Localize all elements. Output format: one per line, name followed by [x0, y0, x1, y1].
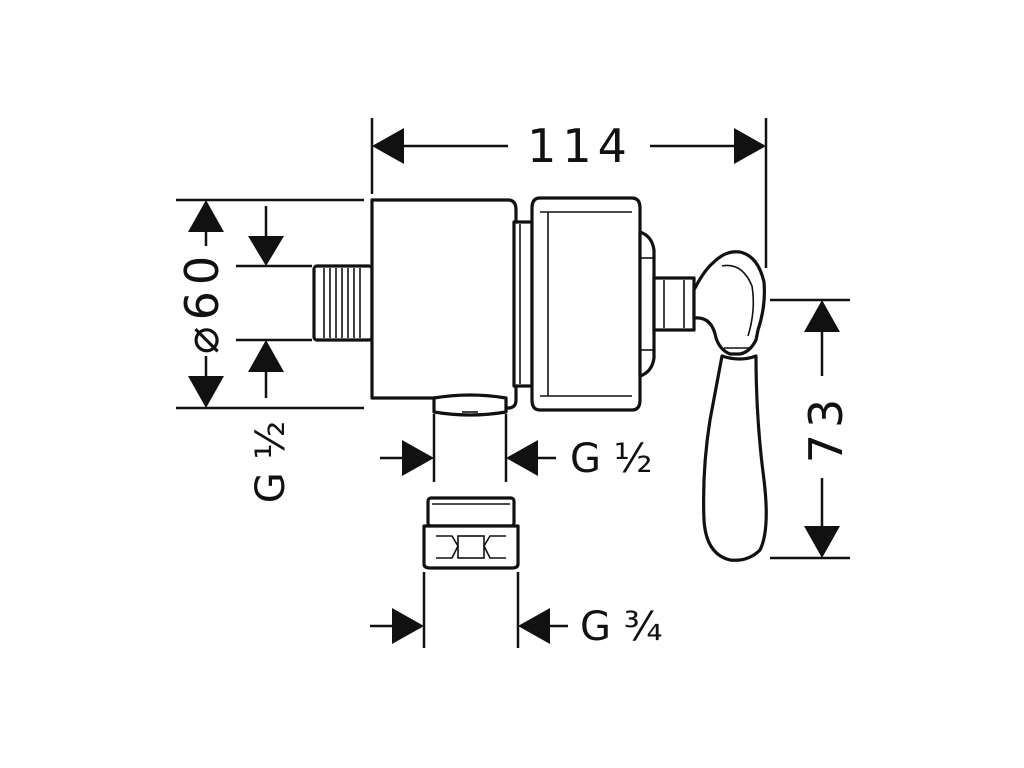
thread-outlet-label: G ½: [570, 436, 652, 482]
svg-text:⌀60: ⌀60: [175, 250, 229, 354]
dimension-73: 73: [770, 298, 853, 560]
dimension-60-label: 60: [175, 250, 229, 321]
dimension-thread-outlet: G ½: [380, 414, 652, 482]
thread-left-label: G ½: [248, 421, 294, 503]
lever-handle: [692, 250, 768, 562]
left-threaded-inlet: [312, 264, 374, 342]
dimension-114-label: 114: [527, 119, 633, 173]
bottom-outlet: [432, 393, 508, 417]
main-body: [370, 198, 518, 410]
thread-adapter-label: G ¾: [580, 604, 662, 650]
dimension-thread-left: G ½: [236, 206, 312, 503]
bonnet: [530, 196, 642, 412]
dimension-diameter-60: ⌀60: [175, 198, 364, 410]
collar: [512, 220, 534, 388]
dimension-73-label: 73: [799, 393, 853, 464]
rear-cap: [638, 230, 656, 378]
diameter-symbol: ⌀: [175, 320, 229, 354]
dimension-114: 114: [370, 118, 768, 268]
stem: [652, 276, 696, 332]
adapter-fitting: [422, 496, 520, 570]
valve-assembly: [312, 196, 768, 562]
dimension-thread-adapter: G ¾: [370, 572, 662, 650]
